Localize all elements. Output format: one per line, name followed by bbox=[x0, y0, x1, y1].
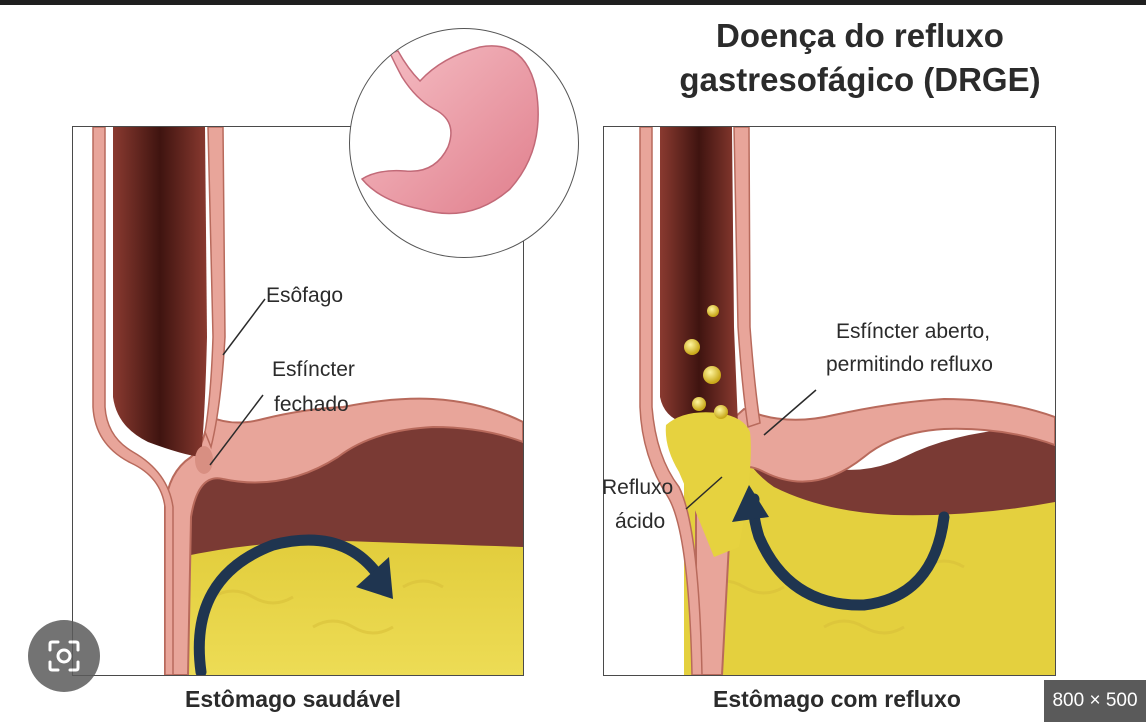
stomach-thumbnail-illustration bbox=[360, 45, 539, 215]
open-sphincter-label-line-1: Esfíncter aberto, bbox=[836, 320, 991, 343]
healthy-stomach-illustration bbox=[92, 127, 523, 675]
title-line-2: gastresofágico (DRGE) bbox=[679, 61, 1041, 98]
acid-reflux-label-line-2: ácido bbox=[615, 510, 666, 533]
lens-search-button[interactable] bbox=[28, 620, 100, 692]
image-size-badge: 800 × 500 bbox=[1044, 680, 1146, 722]
title-line-1: Doença do refluxo bbox=[716, 17, 1004, 54]
diagram-title: Doença do refluxo gastresofágico (DRGE) bbox=[660, 14, 1060, 102]
stomach-inset bbox=[349, 28, 579, 258]
top-bar bbox=[0, 0, 1146, 5]
esophagus-label: Esôfago bbox=[266, 284, 344, 307]
reflux-stomach-illustration bbox=[639, 127, 1055, 675]
healthy-stomach-caption: Estômago saudável bbox=[185, 686, 402, 712]
reflux-stomach-caption: Estômago com refluxo bbox=[713, 686, 961, 712]
closed-sphincter-label-line-2: fechado bbox=[274, 393, 349, 416]
closed-sphincter-label-line-1: Esfíncter bbox=[272, 358, 355, 381]
lens-search-icon bbox=[48, 640, 80, 672]
open-sphincter-label-line-2: permitindo refluxo bbox=[826, 353, 993, 376]
reflux-stomach-panel bbox=[603, 126, 1056, 676]
acid-reflux-label-line-1: Refluxo bbox=[602, 476, 674, 499]
